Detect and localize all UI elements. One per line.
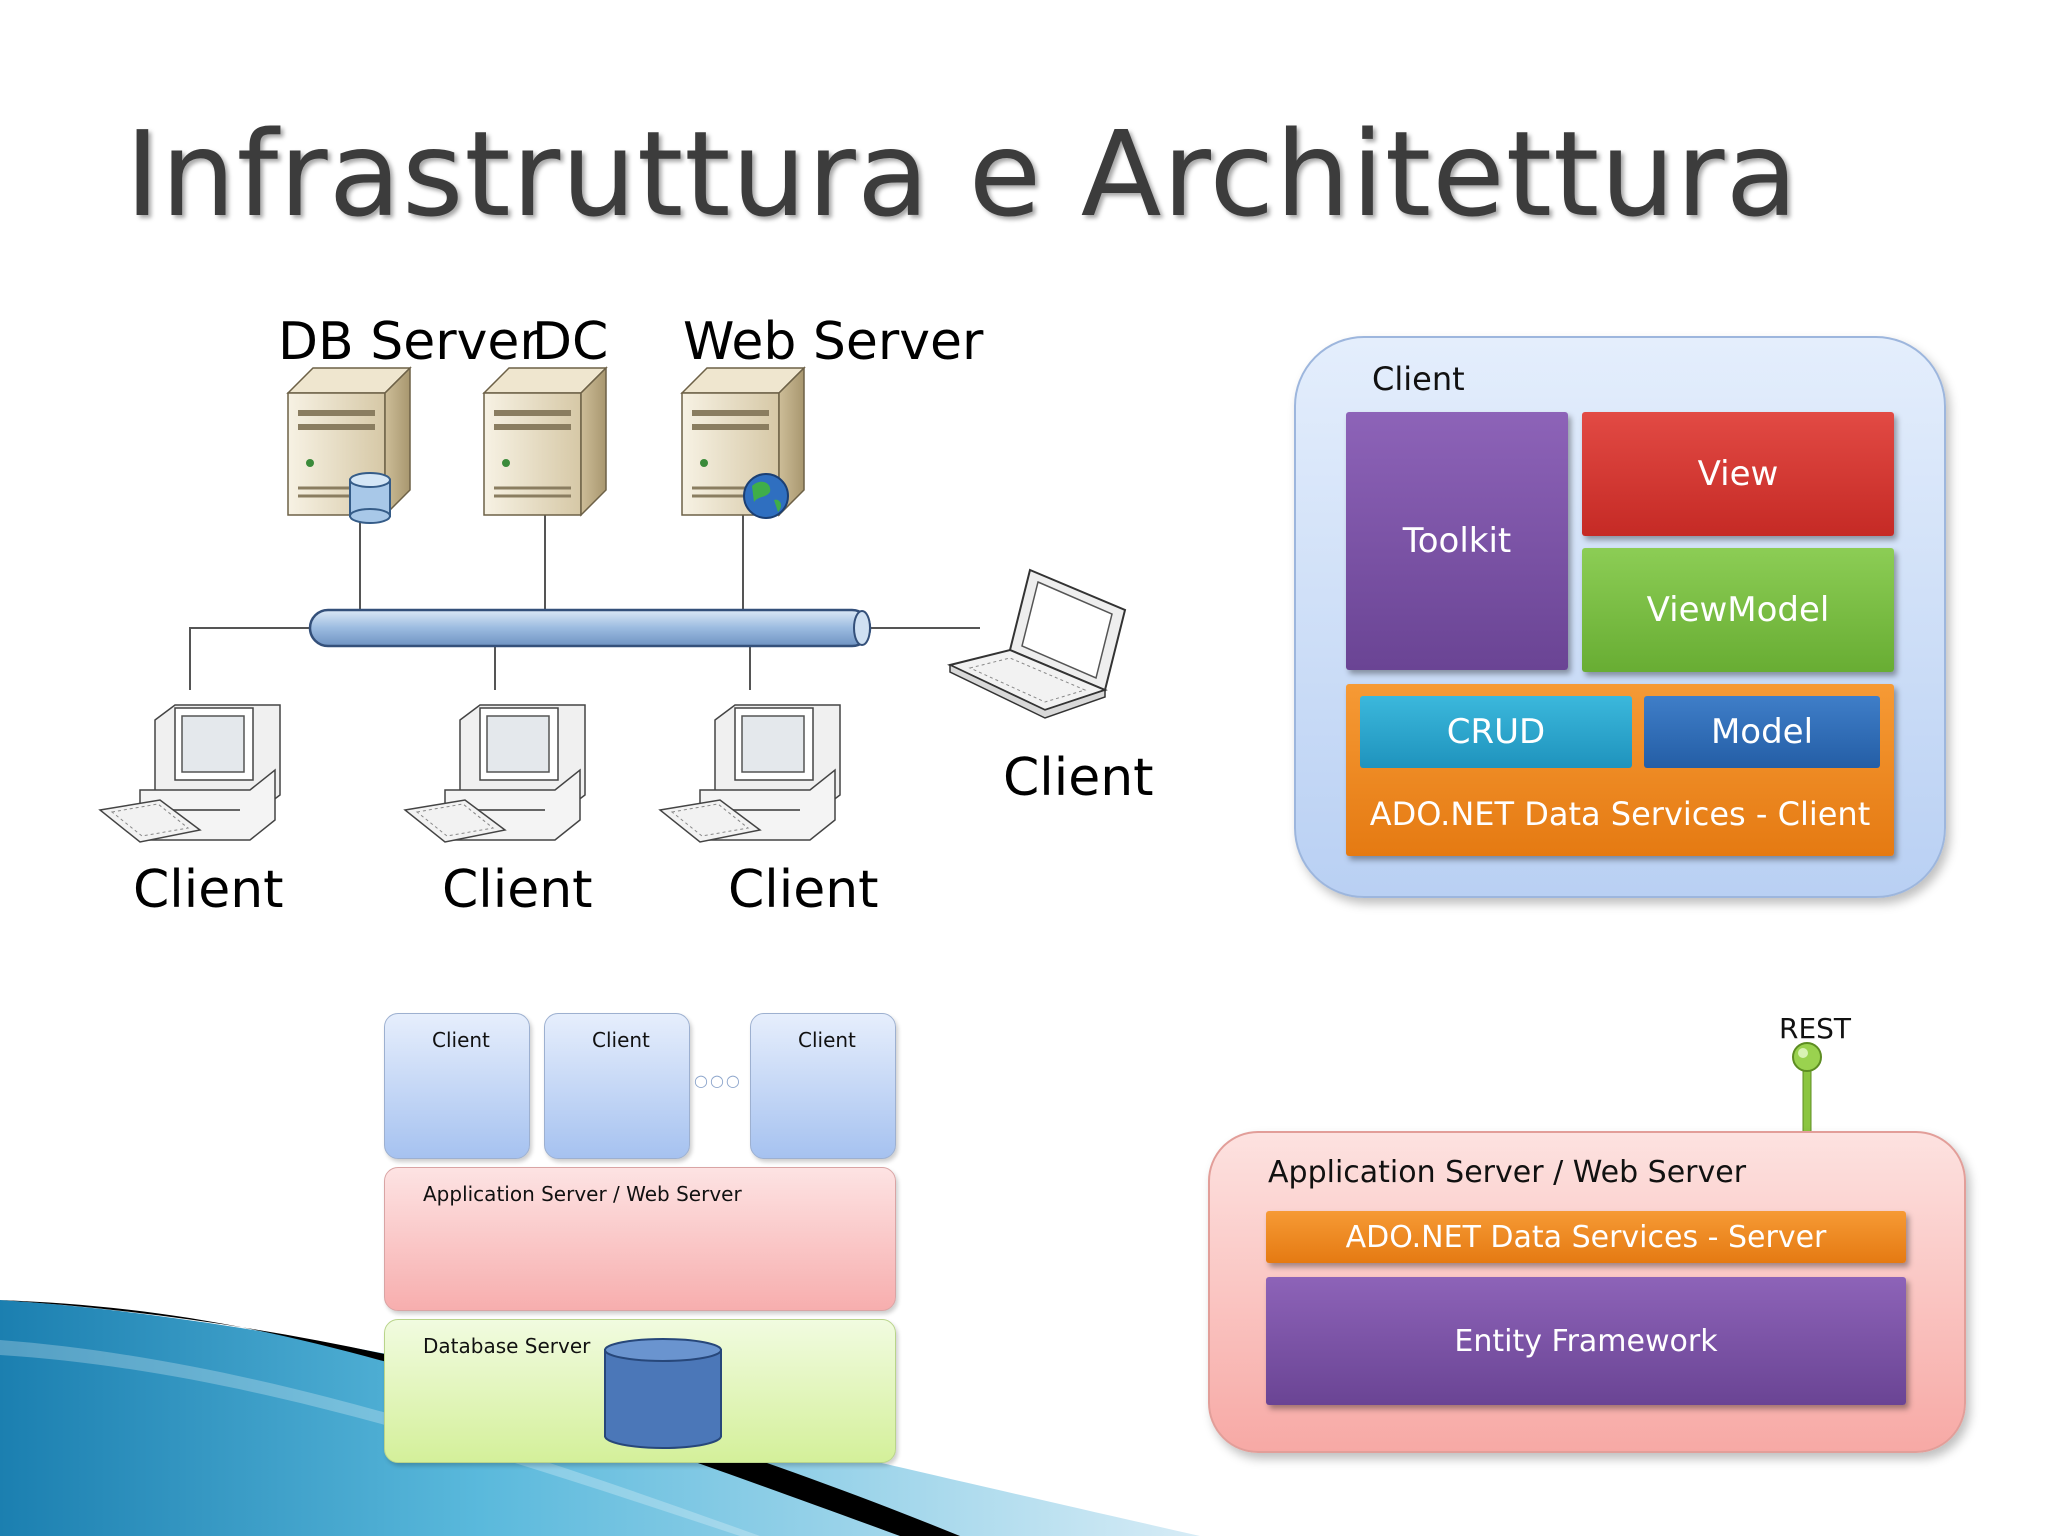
network-diagram <box>98 366 1127 843</box>
client-panel-title: Client <box>1372 360 1465 398</box>
tier-db-server-label: Database Server <box>423 1334 591 1358</box>
db-server-icon <box>286 366 412 524</box>
slide-title: Infrastruttura e Architettura <box>125 105 1799 243</box>
tier-client-1-label: Client <box>432 1028 490 1052</box>
label-db-server: DB Server <box>278 312 541 372</box>
label-client-1: Client <box>133 860 284 920</box>
tier-client-3: Client <box>750 1013 896 1159</box>
client-desktop-icon <box>658 704 841 843</box>
ado-server-box: ADO.NET Data Services - Server <box>1266 1211 1906 1263</box>
entity-framework-box: Entity Framework <box>1266 1277 1906 1405</box>
tier-db-server: Database Server <box>384 1319 896 1463</box>
client-desktop-icon <box>403 704 586 843</box>
server-panel-title: Application Server / Web Server <box>1268 1155 1747 1190</box>
tier-app-server-label: Application Server / Web Server <box>423 1182 742 1206</box>
tier-client-2: Client <box>544 1013 690 1159</box>
client-architecture-panel: Client Toolkit View ViewModel CRUD Model… <box>1294 336 1946 898</box>
label-client-3: Client <box>728 860 879 920</box>
toolkit-box: Toolkit <box>1346 412 1568 670</box>
tier-app-server: Application Server / Web Server <box>384 1167 896 1311</box>
rest-label: REST <box>1779 1012 1852 1045</box>
ado-client-box: CRUD Model ADO.NET Data Services - Clien… <box>1346 684 1894 856</box>
dc-server-icon <box>482 366 608 517</box>
label-client-laptop: Client <box>1003 748 1154 808</box>
web-server-icon <box>680 366 806 519</box>
label-client-2: Client <box>442 860 593 920</box>
server-architecture-panel: Application Server / Web Server ADO.NET … <box>1208 1131 1966 1453</box>
globe-icon <box>743 473 789 519</box>
network-links <box>189 515 980 690</box>
ado-client-label: ADO.NET Data Services - Client <box>1369 795 1871 833</box>
view-box: View <box>1582 412 1894 536</box>
label-web-server: Web Server <box>683 312 984 372</box>
tier-ellipsis: ○○○ <box>694 1071 742 1090</box>
database-icon <box>349 472 391 524</box>
network-bus <box>308 608 872 648</box>
viewmodel-box: ViewModel <box>1582 548 1894 672</box>
client-laptop-icon <box>947 568 1127 719</box>
model-box: Model <box>1644 696 1880 768</box>
tier-client-3-label: Client <box>798 1028 856 1052</box>
label-dc: DC <box>532 312 609 372</box>
tier-client-1: Client <box>384 1013 530 1159</box>
tier-client-2-label: Client <box>592 1028 650 1052</box>
crud-box: CRUD <box>1360 696 1632 768</box>
database-cylinder-icon <box>604 1338 722 1449</box>
client-desktop-icon <box>98 704 281 843</box>
